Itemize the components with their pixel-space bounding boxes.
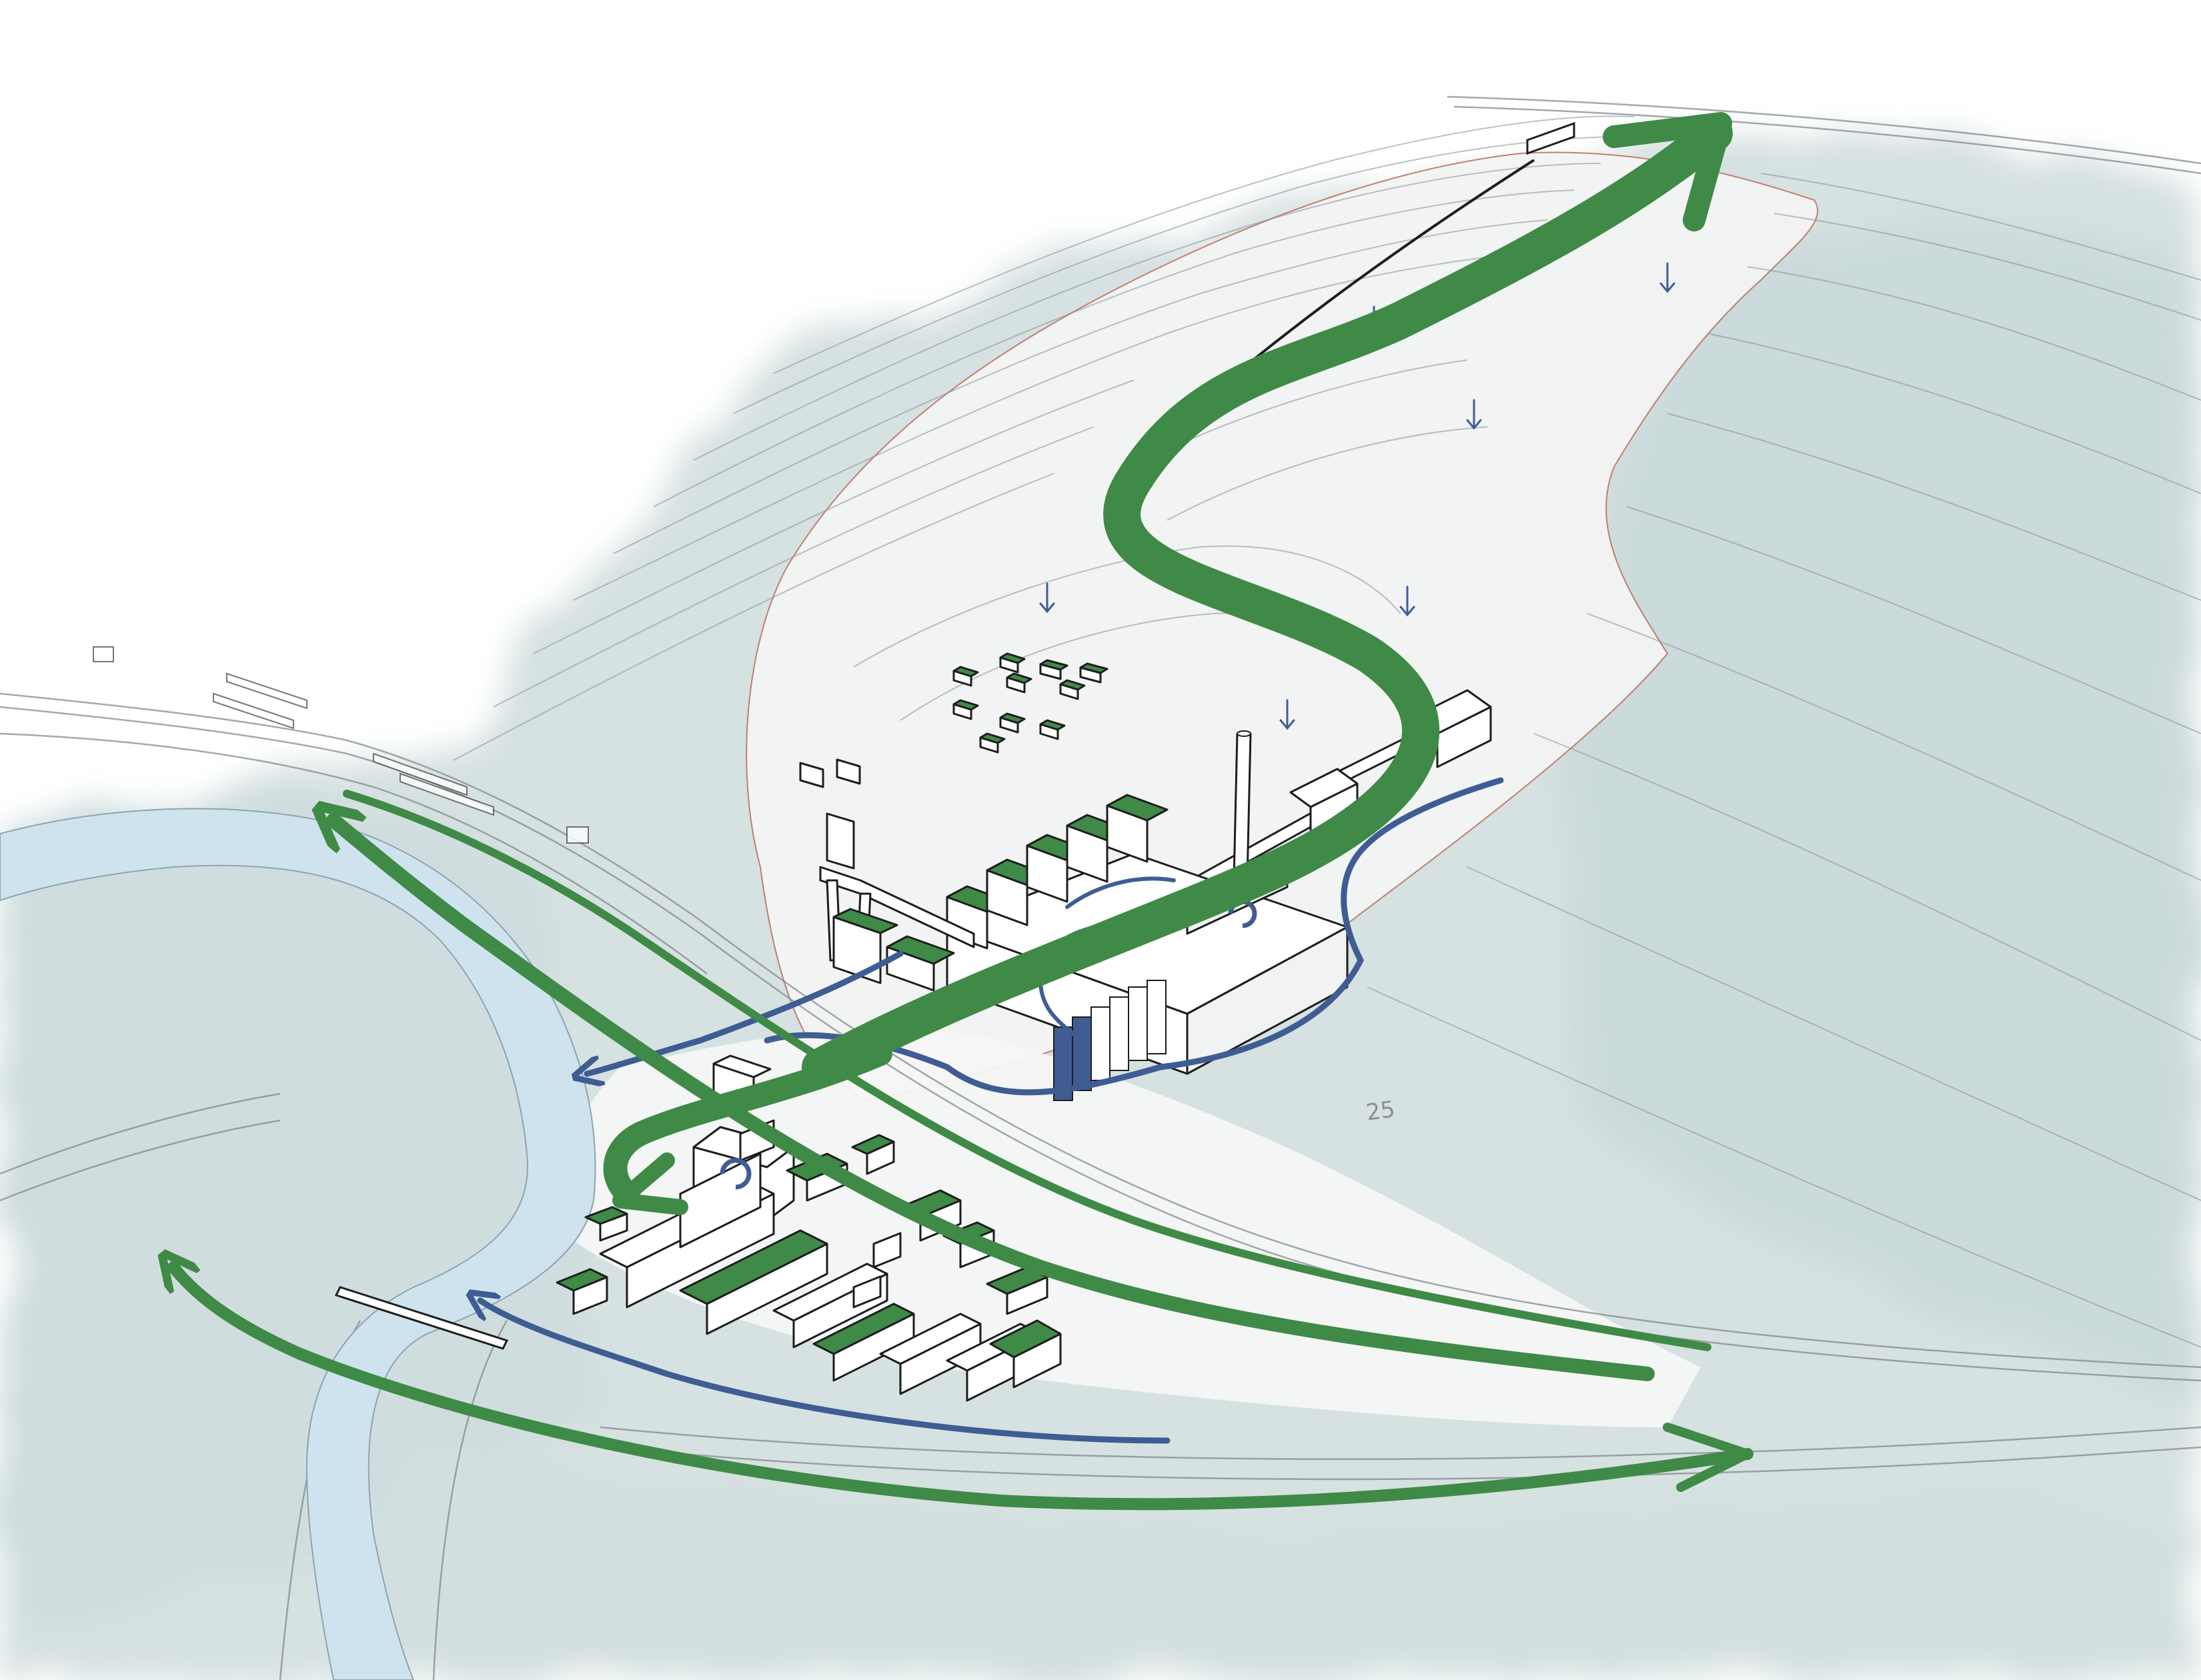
green-flow-south bbox=[173, 1267, 1753, 1511]
green-roof-row bbox=[886, 794, 1169, 992]
roads-and-rail bbox=[0, 95, 2201, 1680]
chimney bbox=[1233, 732, 1252, 882]
green-flow-valley-west bbox=[603, 1042, 892, 1206]
contour-lines bbox=[453, 115, 2201, 1348]
conveyor-frame-left bbox=[819, 866, 975, 948]
green-flow-ridge bbox=[802, 115, 1733, 1086]
residential-blocks bbox=[334, 1134, 1062, 1402]
village-buildings bbox=[93, 646, 589, 844]
green-flow-road-lower bbox=[343, 790, 1711, 1351]
landfill-top-box bbox=[1526, 121, 1575, 155]
green-flow-ridge-head bbox=[1603, 112, 1732, 231]
plateau-huts bbox=[952, 652, 1109, 754]
green-flows bbox=[173, 112, 1753, 1511]
water-flows bbox=[480, 777, 1504, 1444]
green-flow-road-upper bbox=[333, 820, 1655, 1381]
elevation-label: 25 bbox=[1365, 1096, 1397, 1126]
